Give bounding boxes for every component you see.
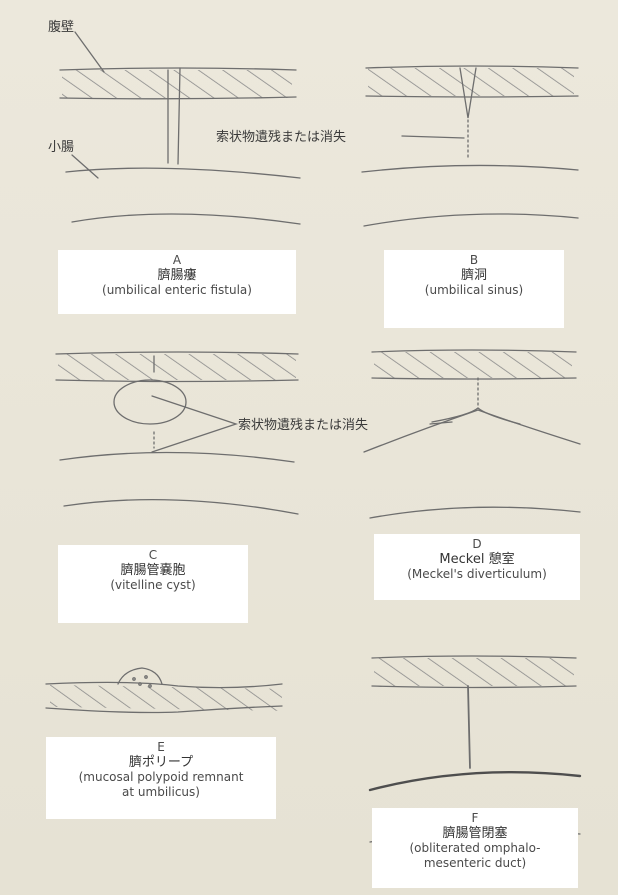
cord-remnant-label-top: 索状物遺残または消失 xyxy=(216,130,347,145)
small-intestine-label: 小腸 xyxy=(48,140,75,155)
panel-title-en-line2: mesenteric duct) xyxy=(423,856,527,870)
caption-card-a: A 臍腸瘻 (umbilical enteric fistula) xyxy=(58,250,296,314)
panel-letter: B xyxy=(469,253,479,267)
panel-title-jp: 臍腸管嚢胞 xyxy=(120,563,186,578)
abdominal-wall-label: 腹壁 xyxy=(48,20,75,35)
caption-card-e: E 臍ポリープ (mucosal polypoid remnant at umb… xyxy=(46,737,276,819)
caption-card-b: B 臍洞 (umbilical sinus) xyxy=(384,250,564,328)
panel-title-jp: 臍ポリープ xyxy=(128,755,194,770)
panel-title-jp: Meckel 憩室 xyxy=(439,552,515,567)
panel-letter: A xyxy=(172,253,182,267)
panel-c-drawing xyxy=(55,351,299,515)
panel-title-en: (obliterated omphalo- xyxy=(409,841,541,855)
caption-card-d: D Meckel 憩室 (Meckel's diverticulum) xyxy=(374,534,580,600)
panel-f-drawing xyxy=(368,655,582,843)
panel-title-en-line2: at umbilicus) xyxy=(122,785,200,799)
panel-title-en: (umbilical sinus) xyxy=(424,283,524,297)
panel-letter: E xyxy=(157,740,165,754)
panel-letter: F xyxy=(471,811,479,825)
panel-title-en: (mucosal polypoid remnant xyxy=(78,770,244,784)
panel-letter: C xyxy=(148,548,158,562)
panel-title-jp: 臍洞 xyxy=(460,268,487,283)
caption-card-c: C 臍腸管嚢胞 (vitelline cyst) xyxy=(58,545,248,623)
panel-title-en: (umbilical enteric fistula) xyxy=(102,283,252,297)
panel-title-en: (vitelline cyst) xyxy=(110,578,196,592)
panel-letter: D xyxy=(472,537,482,551)
panel-e-drawing xyxy=(45,667,283,714)
panel-d-drawing xyxy=(363,349,581,519)
panel-b-drawing xyxy=(361,65,579,227)
cord-remnant-label-middle: 索状物遺残または消失 xyxy=(238,418,369,433)
panel-title-jp: 臍腸管閉塞 xyxy=(442,826,508,841)
panel-title-en: (Meckel's diverticulum) xyxy=(407,567,547,581)
panel-a-drawing xyxy=(59,31,301,225)
panel-title-jp: 臍腸瘻 xyxy=(157,268,197,283)
caption-card-f: F 臍腸管閉塞 (obliterated omphalo- mesenteric… xyxy=(372,808,578,888)
